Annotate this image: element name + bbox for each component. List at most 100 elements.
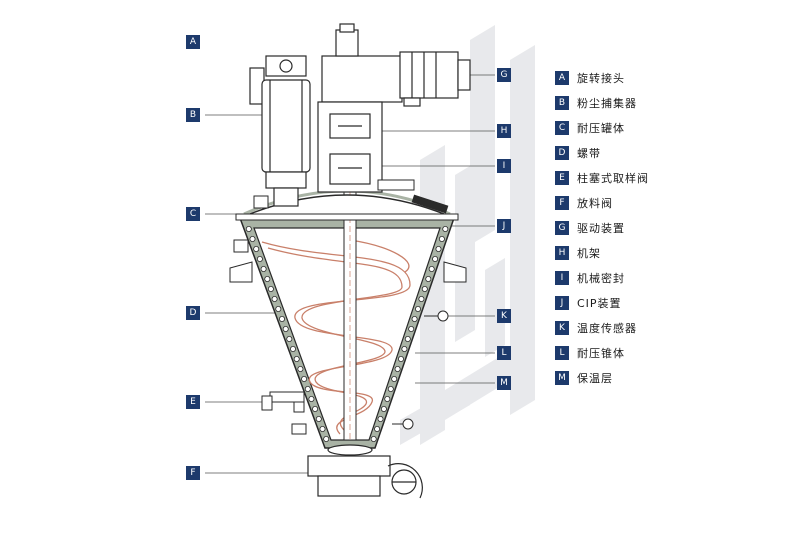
coil-dot: [312, 405, 319, 412]
coil-dot: [428, 265, 435, 272]
coil-dot: [267, 285, 274, 292]
discharge-valve: [307, 444, 423, 499]
legend-row-g: G 驱动装置: [555, 220, 625, 236]
drive-frame: [317, 23, 471, 193]
coil-dot: [377, 415, 384, 422]
coil-dot: [260, 265, 267, 272]
coil-dot: [275, 305, 282, 312]
legend-text: 柱塞式取样阀: [577, 172, 649, 185]
coil-dot: [421, 285, 428, 292]
legend-row-l: L 耐压锥体: [555, 345, 625, 361]
coil-dot: [278, 315, 285, 322]
legend-letter: E: [555, 171, 569, 185]
callout-badge-g: G: [497, 68, 511, 82]
callout-badge-j: J: [497, 219, 511, 233]
jacket-coil: [245, 225, 449, 442]
legend-letter: M: [555, 371, 569, 385]
callout-badge-l: L: [497, 346, 511, 360]
callout-badge-e: E: [186, 395, 200, 409]
legend-text: CIP装置: [577, 297, 622, 310]
legend-row-m: M 保温层: [555, 370, 613, 386]
legend-letter: L: [555, 346, 569, 360]
legend-letter: G: [555, 221, 569, 235]
leader-lines: [205, 74, 495, 474]
coil-dot: [245, 225, 252, 232]
callout-badge-f: F: [186, 466, 200, 480]
coil-dot: [370, 435, 377, 442]
legend-text: 螺带: [577, 147, 601, 160]
coil-dot: [411, 315, 418, 322]
legend-text: 耐压罐体: [577, 122, 625, 135]
legend-row-a: A 旋转接头: [555, 70, 625, 86]
coil-dot: [297, 365, 304, 372]
legend-letter: K: [555, 321, 569, 335]
coil-dot: [387, 385, 394, 392]
legend-text: 耐压锥体: [577, 347, 625, 360]
legend-text: 粉尘捕集器: [577, 97, 637, 110]
coil-dot: [286, 335, 293, 342]
coil-dot: [271, 295, 278, 302]
callout-badge-c: C: [186, 207, 200, 221]
ribbon-agitator: [261, 239, 411, 435]
temperature-sensors: [392, 310, 449, 430]
sampling-valve: [261, 391, 307, 435]
legend-letter: I: [555, 271, 569, 285]
dust-collector: [249, 55, 311, 207]
callout-badge-b: B: [186, 108, 200, 122]
coil-dot: [315, 415, 322, 422]
legend-text: 温度传感器: [577, 322, 637, 335]
legend-text: 机架: [577, 247, 601, 260]
coil-dot: [397, 355, 404, 362]
coil-dot: [404, 335, 411, 342]
legend-row-b: B 粉尘捕集器: [555, 95, 637, 111]
callout-badge-m: M: [497, 376, 511, 390]
coil-dot: [282, 325, 289, 332]
central-shaft: [343, 189, 357, 441]
coil-dot: [380, 405, 387, 412]
background-watermark: [400, 25, 535, 445]
callout-badge-d: D: [186, 306, 200, 320]
coil-dot: [256, 255, 263, 262]
coil-dot: [293, 355, 300, 362]
coil-dot: [308, 395, 315, 402]
callout-badge-h: H: [497, 124, 511, 138]
coil-dot: [442, 225, 449, 232]
legend-text: 放料阀: [577, 197, 613, 210]
coil-dot: [319, 425, 326, 432]
legend-letter: A: [555, 71, 569, 85]
coil-dot: [394, 365, 401, 372]
legend-row-c: C 耐压罐体: [555, 120, 625, 136]
coil-dot: [301, 375, 308, 382]
legend-text: 驱动装置: [577, 222, 625, 235]
legend-letter: B: [555, 96, 569, 110]
legend-letter: D: [555, 146, 569, 160]
coil-dot: [289, 345, 296, 352]
coil-dot: [253, 245, 260, 252]
legend-letter: F: [555, 196, 569, 210]
coil-dot: [414, 305, 421, 312]
legend-text: 保温层: [577, 372, 613, 385]
coil-dot: [304, 385, 311, 392]
coil-dot: [391, 375, 398, 382]
coil-dot: [374, 425, 381, 432]
coil-dot: [418, 295, 425, 302]
legend-row-d: D 螺带: [555, 145, 601, 161]
coil-dot: [408, 325, 415, 332]
coil-dot: [438, 235, 445, 242]
support-lugs: [229, 261, 467, 283]
legend-letter: H: [555, 246, 569, 260]
coil-dot: [401, 345, 408, 352]
coil-dot: [323, 435, 330, 442]
legend-row-e: E 柱塞式取样阀: [555, 170, 649, 186]
coil-dot: [432, 255, 439, 262]
coil-dot: [264, 275, 271, 282]
legend-letter: C: [555, 121, 569, 135]
callout-badge-i: I: [497, 159, 511, 173]
legend-row-f: F 放料阀: [555, 195, 613, 211]
legend-text: 旋转接头: [577, 72, 625, 85]
legend-text: 机械密封: [577, 272, 625, 285]
coil-dot: [435, 245, 442, 252]
